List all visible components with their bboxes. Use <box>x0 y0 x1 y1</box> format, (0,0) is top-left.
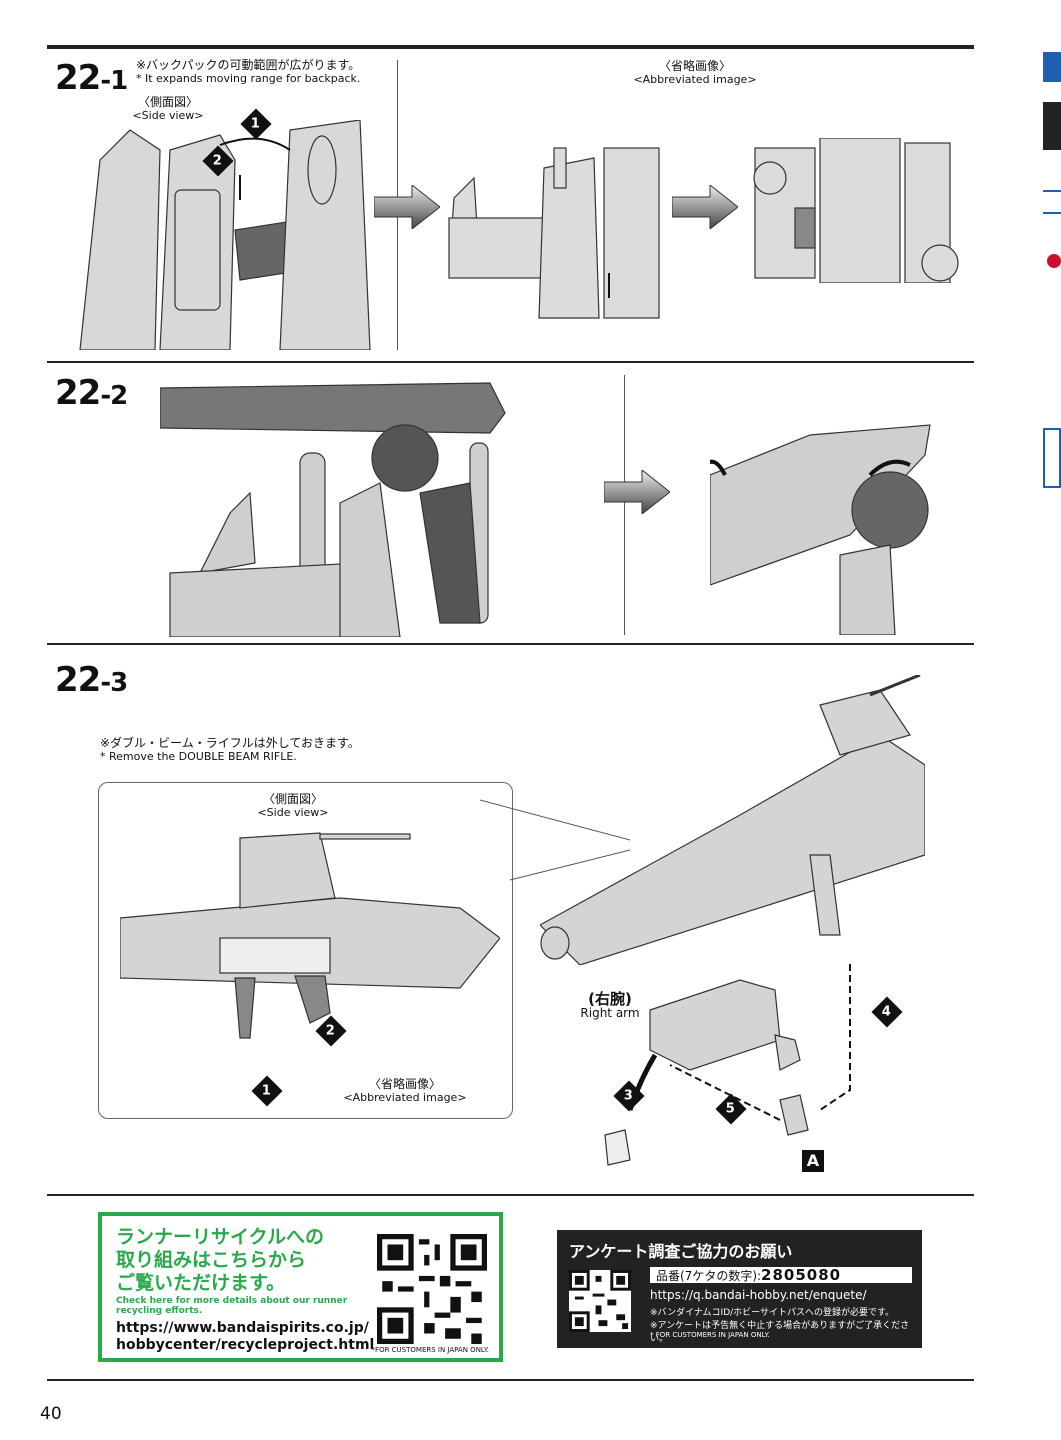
survey-note-1: ※バンダイナムコID/ホビーサイトパスへの登録が必要です。 <box>650 1308 895 1318</box>
flow-arrow <box>604 470 670 514</box>
runner-recycle-box: ランナーリサイクルへの 取り組みはこちらから ご覧いただけます。 Check h… <box>98 1212 503 1362</box>
illustration-22-3-arm <box>604 960 851 1166</box>
step-22-1-number: 22-1 <box>55 58 128 98</box>
marker-4: 4 <box>871 996 903 1028</box>
note-jp: ※ダブル・ビーム・ライフルは外しておきます。 <box>100 736 360 750</box>
illustration-22-3-rifle <box>540 675 925 965</box>
page-number: 40 <box>40 1404 62 1424</box>
illustration-22-1-right <box>753 138 959 283</box>
note-en: * It expands moving range for backpack. <box>136 72 361 85</box>
top-rule <box>47 45 974 49</box>
divider-22-2 <box>624 375 625 635</box>
survey-note-2: ※アンケートは予告無く中止する場合がありますがご了承ください。 <box>650 1321 910 1344</box>
illustration-22-2-right <box>710 424 931 635</box>
illustration-22-1-mid <box>448 147 660 319</box>
step-22-3-number: 22-3 <box>55 660 128 700</box>
section-rule <box>47 643 974 645</box>
side-view-caption-1: 〈側面図〉 <Side view> <box>132 95 204 122</box>
illustration-22-1-side <box>79 120 371 350</box>
section-rule <box>47 361 974 363</box>
illustration-22-3-side <box>120 832 500 1039</box>
footer-rule <box>47 1194 974 1196</box>
flow-arrow <box>672 185 738 229</box>
step-22-3-note: ※ダブル・ビーム・ライフルは外しておきます。 * Remove the DOUB… <box>100 736 360 764</box>
step-22-2-number: 22-2 <box>55 373 128 413</box>
part-letter-badge: A <box>802 1150 824 1172</box>
flow-arrow <box>374 185 440 229</box>
survey-url[interactable]: https://q.bandai-hobby.net/enquete/ <box>650 1288 867 1302</box>
callout-lines <box>480 799 630 881</box>
bottom-rule <box>47 1379 974 1381</box>
survey-title: アンケート調査ご協力のお願い <box>569 1242 793 1261</box>
abbreviated-caption-3: 〈省略画像〉 <Abbreviated image> <box>343 1077 467 1104</box>
recycle-qr-code[interactable] <box>377 1234 487 1344</box>
survey-note-3: * FOR CUSTOMERS IN JAPAN ONLY. <box>650 1331 770 1339</box>
item-number-field: 品番(7ケタの数字):2805080 <box>650 1267 912 1283</box>
note-en: * Remove the DOUBLE BEAM RIFLE. <box>100 750 297 763</box>
right-arm-label: (右腕) Right arm <box>580 990 640 1021</box>
step-22-1-note: ※バックパックの可動範囲が広がります。 * It expands moving … <box>136 58 360 86</box>
recycle-heading: ランナーリサイクルへの 取り組みはこちらから ご覧いただけます。 <box>116 1226 325 1294</box>
side-view-caption-3: 〈側面図〉 <Side view> <box>257 792 329 819</box>
recycle-english: Check here for more details about our ru… <box>116 1296 348 1316</box>
recycle-url[interactable]: https://www.bandaispirits.co.jp/ hobbyce… <box>116 1320 375 1353</box>
note-jp: ※バックパックの可動範囲が広がります。 <box>136 58 361 72</box>
abbreviated-caption-1: 〈省略画像〉 <Abbreviated image> <box>633 59 757 86</box>
japan-only-note: *FOR CUSTOMERS IN JAPAN ONLY. <box>371 1346 489 1354</box>
survey-qr-code[interactable] <box>569 1270 631 1332</box>
survey-box: アンケート調査ご協力のお願い 品番(7ケタの数字):2805080 https:… <box>557 1230 922 1348</box>
illustration-22-2-left <box>160 382 506 637</box>
adjacent-page-sliver <box>1043 40 1061 600</box>
